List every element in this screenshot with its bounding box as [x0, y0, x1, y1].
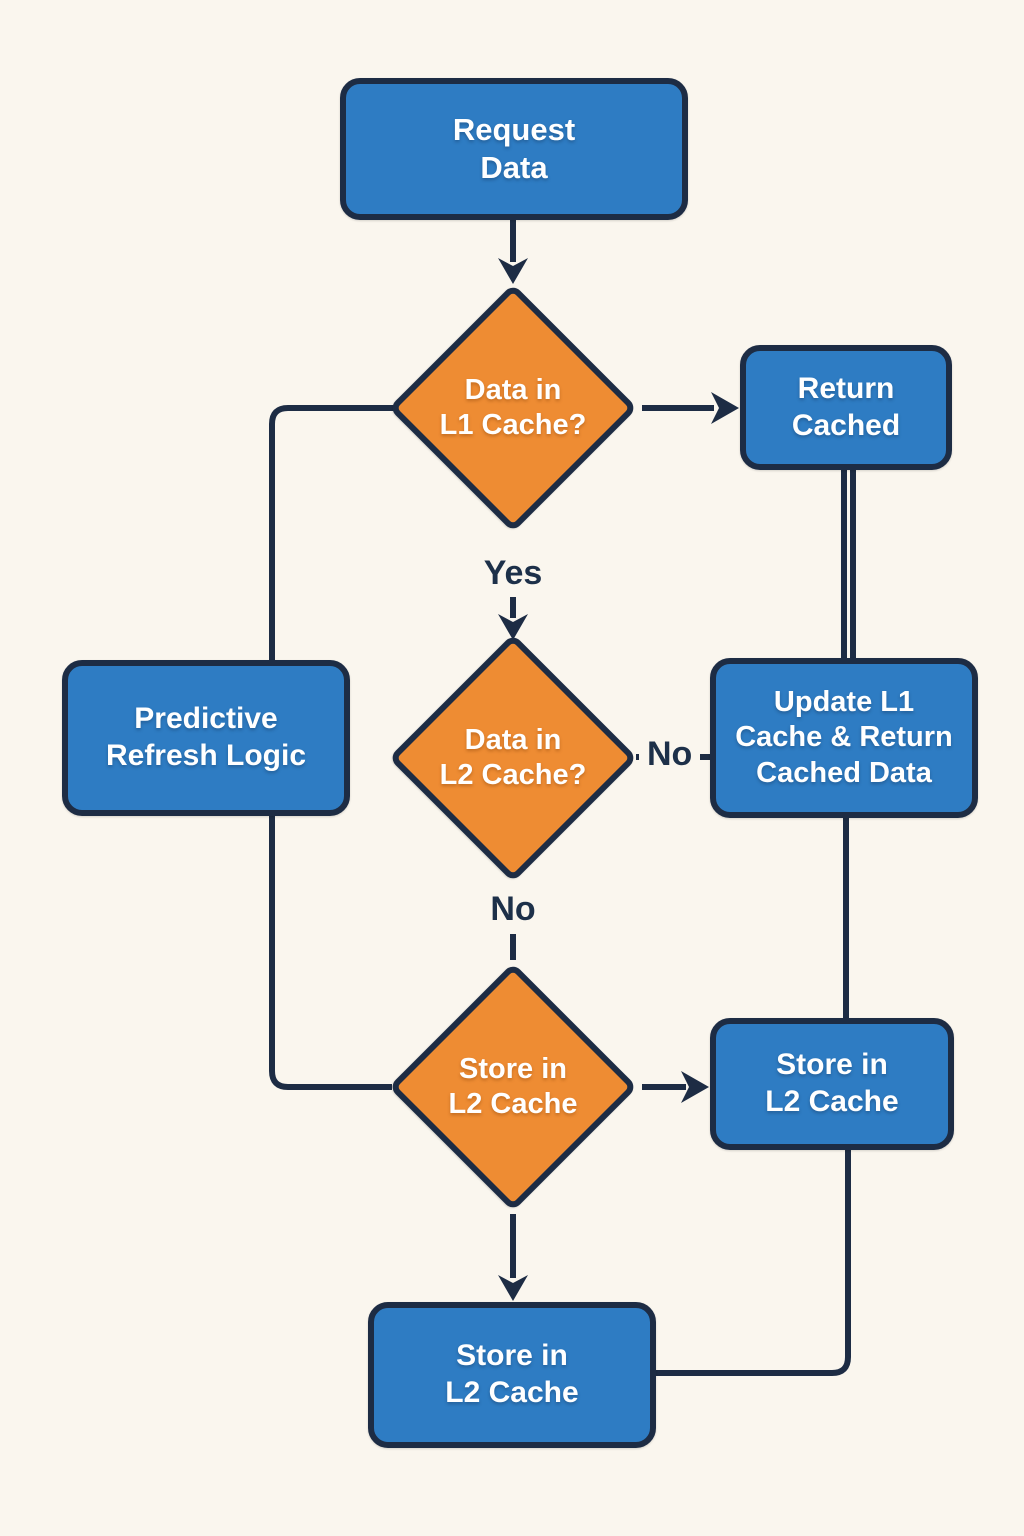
edge-label-no-right: No — [639, 735, 701, 774]
node-request-data-line1: Request — [452, 112, 576, 148]
node-store-l2-bottom: Store in L2 Cache — [368, 1302, 656, 1448]
node-store-decision-line2: L2 Cache — [448, 1088, 578, 1120]
node-request-data-line2: Data — [480, 150, 548, 185]
arrowhead-yes-to-l2 — [498, 614, 528, 640]
node-predictive-refresh-logic: Predictive Refresh Logic — [62, 660, 350, 816]
node-l2-check-line1: Data in — [464, 723, 562, 756]
node-store-l2-right-line2: L2 Cache — [765, 1085, 899, 1118]
arrowhead-l1-to-return — [711, 392, 739, 424]
node-request-data: Request Data — [340, 78, 688, 220]
node-l1-check-line2: L1 Cache? — [439, 409, 587, 441]
node-update-l1-cache-line3: Cached Data — [756, 756, 932, 789]
edge-label-yes: Yes — [483, 554, 543, 592]
node-store-decision-line1: Store in — [459, 1052, 567, 1085]
node-l2-cache-check-text: Data in L2 Cache? — [388, 633, 638, 883]
edge-label-no-down: No — [490, 890, 536, 928]
node-l2-check-line2: L2 Cache? — [439, 759, 587, 791]
node-store-l2-decision: Store in L2 Cache — [388, 962, 638, 1212]
node-store-l2-right: Store in L2 Cache — [710, 1018, 954, 1150]
node-predictive-refresh-line2: Refresh Logic — [105, 739, 307, 772]
node-store-l2-decision-text: Store in L2 Cache — [388, 962, 638, 1212]
node-update-l1-cache: Update L1 Cache & Return Cached Data — [710, 658, 978, 818]
node-store-l2-bottom-line1: Store in — [456, 1339, 568, 1373]
node-store-l2-right-line1: Store in — [776, 1048, 888, 1082]
node-l2-cache-check: Data in L2 Cache? — [388, 633, 638, 883]
arrowhead-store-decision-to-bottom — [498, 1275, 528, 1301]
node-predictive-refresh-line1: Predictive — [134, 702, 278, 736]
node-l1-cache-check: Data in L1 Cache? — [388, 283, 638, 533]
node-return-cached-line2: Cached — [791, 408, 901, 442]
node-l1-cache-check-text: Data in L1 Cache? — [388, 283, 638, 533]
node-l1-check-line1: Data in — [464, 373, 562, 406]
node-return-cached: Return Cached — [740, 345, 952, 470]
edge-store-right-to-bottom — [656, 1148, 851, 1376]
node-return-cached-line1: Return — [797, 371, 895, 405]
node-update-l1-cache-line2: Cache & Return — [735, 721, 953, 754]
arrowhead-store-decision-to-right — [681, 1071, 709, 1103]
node-store-l2-bottom-line2: L2 Cache — [445, 1376, 579, 1409]
node-update-l1-cache-line1: Update L1 — [773, 685, 915, 718]
arrowhead-request-to-l1 — [498, 258, 528, 284]
